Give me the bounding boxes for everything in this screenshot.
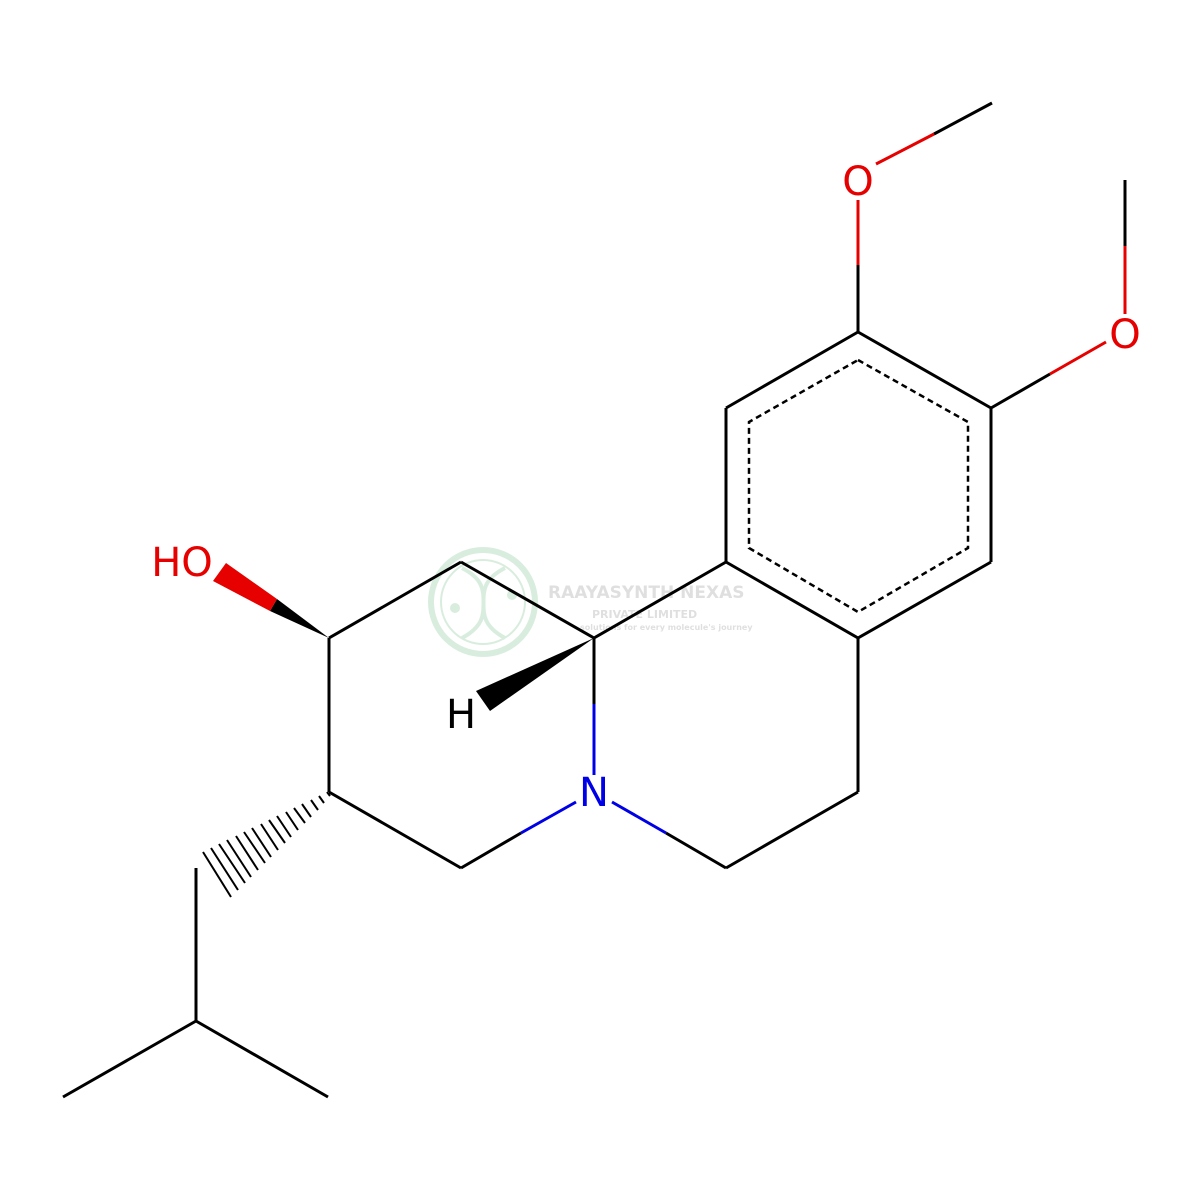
- watermark: RAAYASYNTH NEXAS PRIVATE LIMITED solutio…: [428, 547, 753, 657]
- bond: [857, 560, 992, 640]
- aromatic-circle: [747, 358, 970, 614]
- bond: [195, 1019, 329, 1099]
- hydroxyl-label: HO: [151, 540, 213, 586]
- oxygen-atom-right: O: [1109, 312, 1140, 358]
- bond: [460, 831, 522, 870]
- bond: [665, 831, 727, 870]
- bond: [725, 790, 859, 870]
- bond: [593, 560, 727, 640]
- dna-logo-icon: [428, 547, 538, 657]
- wedge-bond-h: [476, 638, 594, 711]
- benzene-ring: [724, 330, 993, 640]
- bond: [990, 372, 1051, 410]
- bond: [328, 560, 462, 640]
- bond: [857, 330, 992, 410]
- watermark-subtitle: PRIVATE LIMITED: [592, 608, 697, 621]
- bond: [460, 560, 595, 640]
- bond: [520, 800, 577, 835]
- hydrogen-atom: H: [446, 692, 476, 738]
- bond: [725, 330, 859, 410]
- bond: [933, 101, 993, 136]
- bond: [875, 132, 935, 166]
- oxygen-atom-top: O: [842, 159, 873, 205]
- bond: [328, 790, 462, 870]
- wedge-bond: [213, 563, 277, 611]
- bond: [62, 1019, 197, 1099]
- nitrogen-atom: N: [579, 770, 609, 816]
- hashed-wedge-bond: [202, 791, 331, 898]
- watermark-tagline: solutions for every molecule's journey: [580, 623, 753, 632]
- wedge-bond: [270, 599, 329, 638]
- bond: [725, 560, 859, 640]
- watermark-company: RAAYASYNTH NEXAS: [548, 583, 745, 603]
- bond: [1049, 340, 1107, 376]
- bond: [611, 800, 667, 835]
